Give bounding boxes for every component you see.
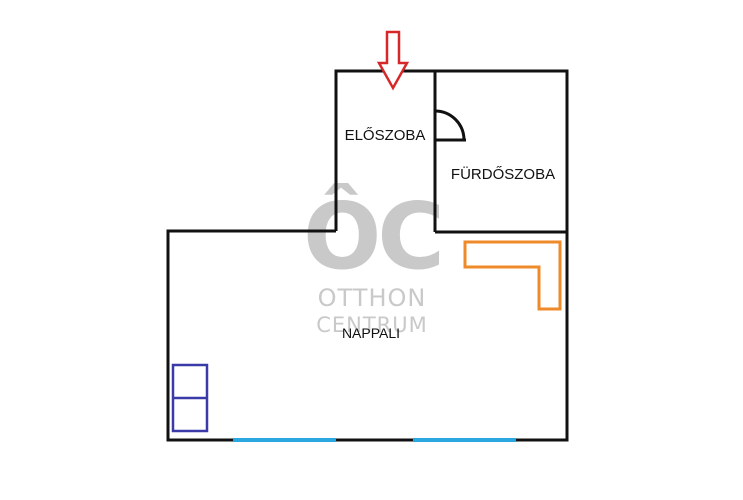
entrance-arrow-icon	[376, 30, 410, 91]
watermark-monogram: ÔC	[303, 181, 441, 290]
watermark-logo: ÔC OTTHON CENTRUM	[303, 181, 445, 337]
watermark-line1: OTTHON	[318, 284, 427, 312]
kitchen-counter	[463, 240, 562, 311]
watermark-line2: CENTRUM	[316, 313, 428, 337]
room-label-nappali: NAPPALI	[342, 325, 400, 341]
walls	[166, 69, 569, 442]
door-swing-icon	[434, 109, 466, 142]
outer-wall	[166, 69, 569, 442]
room-label-furdoszoba: FÜRDŐSZOBA	[451, 165, 555, 183]
furniture-block	[171, 363, 209, 433]
room-label-eloszoba: ELŐSZOBA	[345, 127, 426, 144]
